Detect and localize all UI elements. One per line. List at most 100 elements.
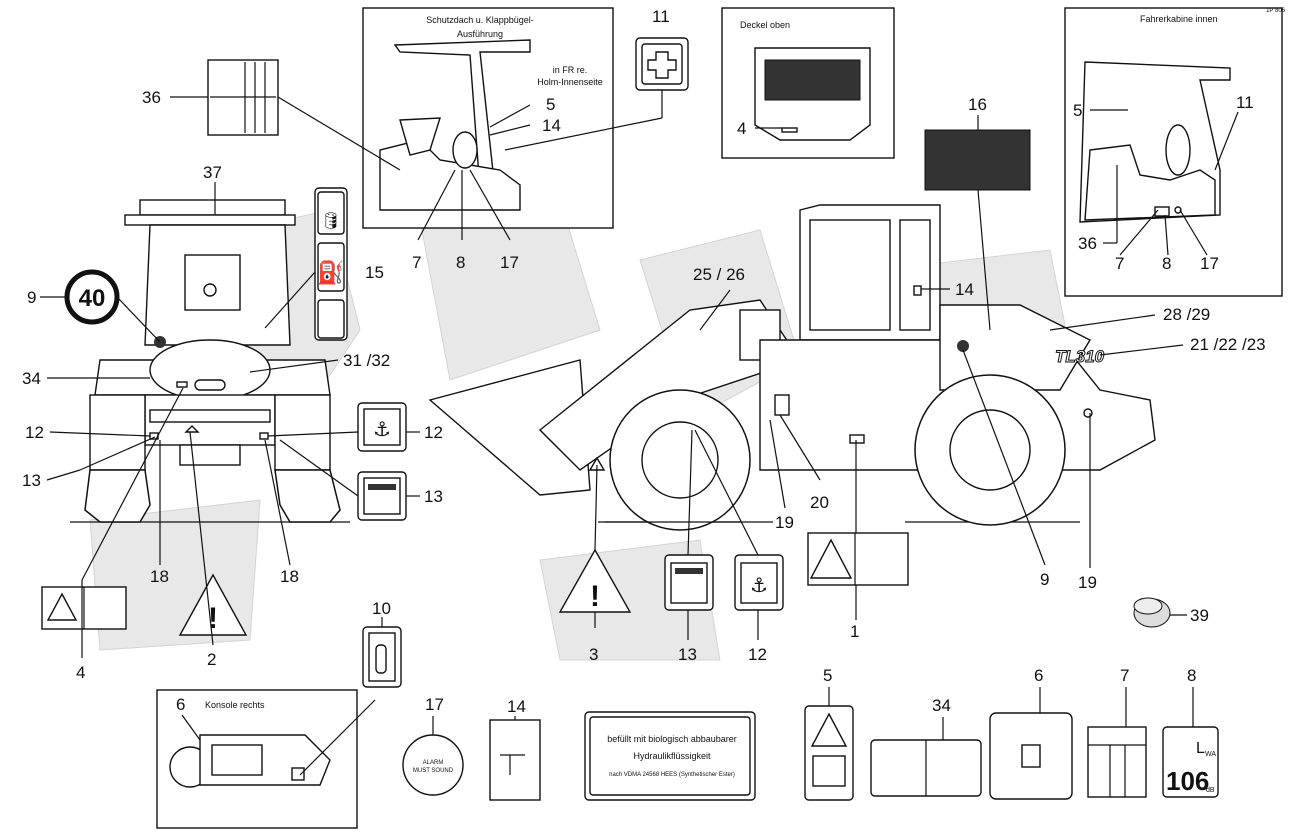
callout-14-decal: 14 [507, 697, 526, 716]
callout-19: 19 [775, 513, 794, 532]
decal-12-hook-rear: ⚓ [357, 402, 407, 452]
svg-text:⚓: ⚓ [750, 573, 768, 597]
decal-12-side: ⚓ [734, 554, 784, 611]
leader-lines [40, 90, 1239, 776]
callout-6-decal: 6 [1034, 666, 1043, 685]
callout-39: 39 [1190, 606, 1209, 625]
callout-1: 1 [850, 622, 859, 641]
model-badge: TL310 [1055, 347, 1105, 366]
callout-7: 7 [412, 253, 421, 272]
decal-8-sub: WA [1205, 751, 1216, 758]
callout-13-side: 13 [678, 645, 697, 664]
callout-36-cab: 36 [1078, 234, 1097, 253]
decal-15: 🛢 ⛽ [314, 187, 348, 341]
decal-10-extinguisher [362, 626, 402, 688]
callout-5: 5 [546, 95, 555, 114]
callout-11: 11 [652, 7, 670, 26]
decal-5 [804, 705, 854, 801]
callout-17-decal: 17 [425, 695, 444, 714]
callout-15: 15 [365, 263, 384, 282]
callout-37: 37 [203, 163, 222, 182]
decal-16-plate [924, 129, 1031, 191]
inset-cab: Fahrerkabine innen [1064, 7, 1283, 297]
speed-sign-value: 40 [79, 285, 106, 312]
inset-cover-title: Deckel oben [740, 20, 790, 30]
callout-7-decal: 7 [1120, 666, 1129, 685]
decal-8-value: 106 [1166, 766, 1209, 796]
inset-console: Konsole rechts [156, 689, 358, 829]
callout-8: 8 [456, 253, 465, 272]
callout-34: 34 [22, 369, 41, 388]
decal-17-alarm: ALARM MUST SOUND [402, 734, 464, 796]
decal-7 [1087, 726, 1147, 798]
decal-13-rear [357, 471, 407, 521]
decal-17-line2: MUST SOUND [413, 768, 454, 774]
callout-17: 17 [500, 253, 519, 272]
corner-code: 1P 806 [1266, 8, 1286, 14]
rear-view-machine [84, 199, 341, 523]
decal-17-line1: ALARM [423, 760, 444, 766]
callout-14: 14 [542, 116, 561, 135]
svg-text:!: ! [208, 602, 218, 635]
inset-canopy-note-1: in FR re. [553, 65, 588, 75]
decal-8-symbol: L [1196, 740, 1205, 757]
callout-6-console: 6 [176, 695, 185, 714]
svg-text:⛽: ⛽ [317, 260, 344, 286]
callout-5-cab: 5 [1073, 101, 1082, 120]
decal-bio-line2: Hydraulikflüssigkeit [633, 751, 711, 761]
decal-14 [489, 719, 541, 801]
callout-12-side: 12 [748, 645, 767, 664]
callout-17-cab: 17 [1200, 254, 1219, 273]
decal-13-side [664, 554, 714, 611]
inset-canopy-note-2: Holm-Innenseite [537, 77, 603, 87]
callout-9-side: 9 [1040, 570, 1049, 589]
inset-console-title: Konsole rechts [205, 700, 265, 710]
callout-4-cover: 4 [737, 119, 746, 138]
svg-text:⚓: ⚓ [373, 417, 391, 441]
decal-6 [989, 712, 1073, 800]
inset-canopy-title-1: Schutzdach u. Klappbügel- [426, 15, 534, 25]
callout-3: 3 [589, 645, 598, 664]
decal-8-unit: dB [1206, 787, 1215, 794]
decal-bio-line3: nach VDMA 24568 HEES (Synthetischer Este… [609, 772, 735, 778]
decal-8-noise: L WA 106 dB [1162, 726, 1219, 798]
callout-36: 36 [142, 88, 161, 107]
part-39-plug [1133, 597, 1171, 628]
callout-numbers: 36 37 9 34 12 13 15 31 /32 12 13 18 18 4… [22, 7, 1266, 716]
callout-13: 13 [22, 471, 41, 490]
callout-16: 16 [968, 95, 987, 114]
decal-bio-fluid: befüllt mit biologisch abbaubarer Hydrau… [584, 711, 756, 801]
callout-18-left: 18 [150, 567, 169, 586]
callout-5-decal: 5 [823, 666, 832, 685]
callout-11-cab: 11 [1236, 93, 1254, 112]
decal-bio-line1: befüllt mit biologisch abbaubarer [607, 734, 737, 744]
callout-7-cab: 7 [1115, 254, 1124, 273]
callout-8-decal: 8 [1187, 666, 1196, 685]
decal-36 [207, 59, 279, 136]
speed-sign-40: 40 [64, 269, 120, 325]
callout-19-front: 19 [1078, 573, 1097, 592]
side-view-machine [428, 204, 1156, 531]
decal-2-warning [178, 573, 248, 636]
callout-25-26: 25 / 26 [693, 265, 745, 284]
inset-cab-title: Fahrerkabine innen [1140, 14, 1218, 24]
callout-2: 2 [207, 650, 216, 669]
callout-21-22-23: 21 /22 /23 [1190, 335, 1266, 354]
inset-canopy-title-2: Ausführung [457, 29, 503, 39]
decal-34 [870, 739, 982, 797]
callout-20: 20 [810, 493, 829, 512]
callout-13-rear: 13 [424, 487, 443, 506]
decal-11-first-aid [635, 37, 689, 91]
inset-cover: Deckel oben [721, 7, 895, 159]
callout-9: 9 [27, 288, 36, 307]
decal-4 [41, 586, 127, 630]
decal-1 [807, 532, 909, 586]
callout-34-decal: 34 [932, 696, 951, 715]
callout-31-32: 31 /32 [343, 351, 390, 370]
callout-8-cab: 8 [1162, 254, 1171, 273]
callout-12-rear: 12 [424, 423, 443, 442]
svg-text:🛢: 🛢 [321, 211, 341, 230]
callout-14-side: 14 [955, 280, 974, 299]
callout-12: 12 [25, 423, 44, 442]
